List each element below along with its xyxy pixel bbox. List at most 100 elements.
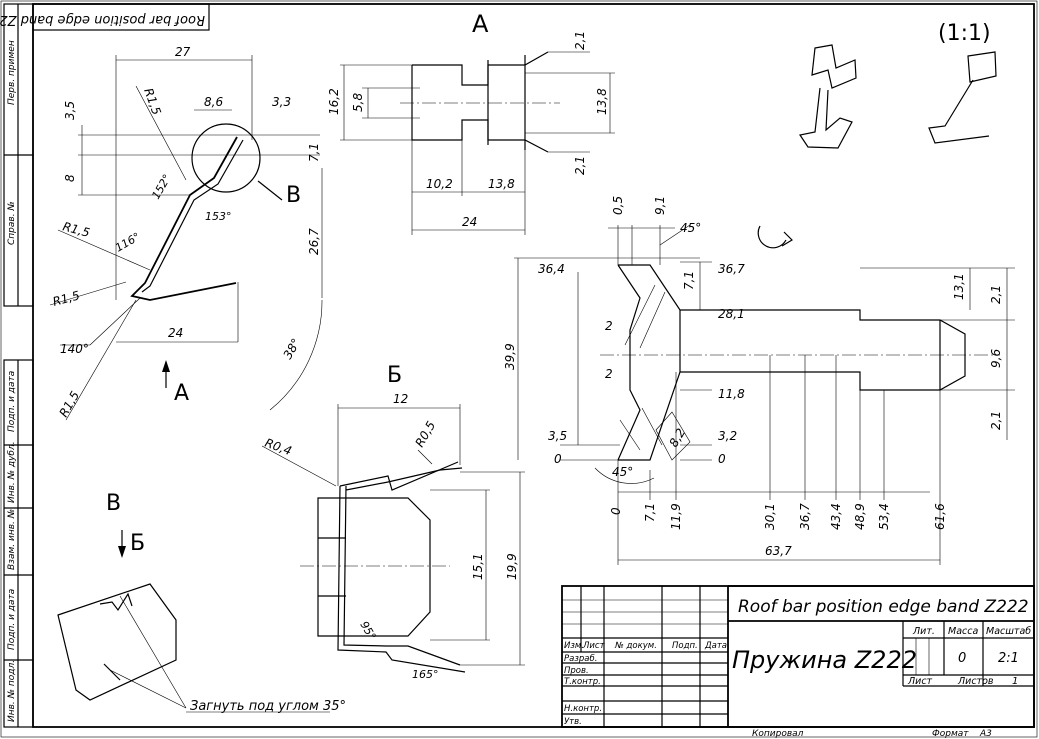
angle-b-165: 165° <box>412 668 439 681</box>
tb-nkontr: Н.контр. <box>564 704 602 714</box>
kopiroval: Копировал <box>752 729 804 739</box>
tb-sheet: Лист <box>907 676 933 687</box>
dim-f-3-2: 3,2 <box>718 429 737 443</box>
iso-sketch-1 <box>799 44 857 149</box>
dim-b-12: 12 <box>393 392 408 406</box>
strip-label: Взам. инв. № <box>7 509 17 570</box>
tb-ndoc: № докум. <box>614 641 657 651</box>
dim-f-2-1-bottom: 2,1 <box>989 411 1003 430</box>
tb-sheets-val: 1 <box>1012 676 1018 687</box>
strip-label: Подп. и дата <box>7 589 17 650</box>
dim-24: 24 <box>168 326 183 340</box>
dim-b-15-1: 15,1 <box>471 553 485 580</box>
dim-x-48-9: 48,9 <box>853 503 867 530</box>
dim-f-3-5: 3,5 <box>548 429 567 443</box>
dim-f-36-7: 36,7 <box>718 262 745 276</box>
strip-label: Инв. № дубл. <box>7 441 17 503</box>
dim-x-30-1: 30,1 <box>763 503 777 530</box>
tb-podp: Подп. <box>672 641 698 651</box>
dim-3-3: 3,3 <box>272 95 291 109</box>
dim-f-63-7: 63,7 <box>765 544 792 558</box>
dim-f-11-8: 11,8 <box>718 387 745 401</box>
dim-r15-mid: R1,5 <box>61 219 91 240</box>
dim-x-36-7: 36,7 <box>798 503 812 530</box>
dim-x-53-4: 53,4 <box>877 503 891 530</box>
tb-izm: Изм. <box>564 641 584 651</box>
angle-140: 140° <box>60 342 89 356</box>
dim-27: 27 <box>175 45 191 59</box>
top-label-box: Roof bar position edge band Z222 <box>0 3 210 31</box>
tb-sheets: Листов <box>957 676 994 687</box>
dim-f-2-1-top: 2,1 <box>989 285 1003 304</box>
dim-x-0: 0 <box>609 507 623 515</box>
dim-r15-low: R1,5 <box>51 288 81 309</box>
tb-utv: Утв. <box>564 717 582 727</box>
strip-label: Перв. примен <box>7 40 17 105</box>
angle-116: 116° <box>113 230 142 255</box>
view-b-title: Б <box>387 363 402 388</box>
dim-a-5-8: 5,8 <box>351 93 365 112</box>
angle-153: 153° <box>205 210 232 223</box>
view-b-arrow: Б <box>130 531 145 556</box>
dim-f-0-right: 0 <box>718 452 726 466</box>
dim-f-2-a: 2 <box>605 319 613 333</box>
dim-a-13-8-v: 13,8 <box>595 88 609 115</box>
tb-massa-val: 0 <box>958 651 966 666</box>
dim-a-13-8-h: 13,8 <box>488 177 515 191</box>
bend-note: Загнуть под углом 35° <box>190 699 346 714</box>
tb-data: Дата <box>704 641 727 651</box>
tb-masshtab-val: 2:1 <box>998 651 1019 666</box>
part-name: Пружина Z222 <box>732 646 917 674</box>
dim-f-8-2: 8,2 <box>666 426 688 450</box>
strip-label: Справ. № <box>7 201 17 245</box>
dim-f-9-1: 9,1 <box>653 196 667 215</box>
iso-sketch-2 <box>928 51 997 144</box>
format-label: Формат <box>932 729 969 739</box>
top-label: Roof bar position edge band Z222 <box>0 12 205 27</box>
profile-view <box>49 55 323 421</box>
dim-b-19-9: 19,9 <box>505 553 519 580</box>
drawing-frame <box>32 3 1035 728</box>
dim-f-39-9: 39,9 <box>503 343 517 370</box>
view-v <box>57 530 330 713</box>
tb-razrab: Разраб. <box>564 654 597 664</box>
side-strip: Перв. примен Справ. № Подп. и дата Инв. … <box>3 3 34 728</box>
title-block <box>561 585 1035 728</box>
dim-f-28-1: 28,1 <box>718 307 745 321</box>
dim-x-7-1: 7,1 <box>643 503 657 522</box>
dim-x-61-6: 61,6 <box>933 503 947 530</box>
view-v-title: В <box>106 491 121 516</box>
dim-8-6: 8,6 <box>204 95 223 109</box>
dim-a-2-1-bottom: 2,1 <box>573 156 587 175</box>
dim-f-9-6: 9,6 <box>989 349 1003 368</box>
dim-x-43-4: 43,4 <box>829 503 843 530</box>
doc-title: Roof bar position edge band Z222 <box>738 597 1029 617</box>
view-a <box>340 51 615 235</box>
angle-38: 38° <box>280 336 303 361</box>
strip-label: Подп. и дата <box>7 371 17 432</box>
dim-b-r0-5: R0,5 <box>412 419 438 450</box>
format-value: А3 <box>979 729 992 739</box>
angle-152: 152° <box>149 172 174 201</box>
tb-lit: Лит. <box>912 626 935 637</box>
dim-f-0-5: 0,5 <box>611 196 625 215</box>
angle-b-95: 95° <box>357 619 378 642</box>
dim-f-7-1: 7,1 <box>682 271 696 290</box>
dim-f-2-b: 2 <box>605 367 613 381</box>
dim-7-1: 7,1 <box>307 143 321 162</box>
dim-x-11-9: 11,9 <box>669 503 683 530</box>
tb-massa: Масса <box>948 626 978 637</box>
tb-prov: Пров. <box>564 666 589 676</box>
dim-3-5: 3,5 <box>63 101 77 120</box>
dim-26-7: 26,7 <box>307 228 321 255</box>
dim-f-0-left: 0 <box>554 452 562 466</box>
dim-a-24: 24 <box>462 215 477 229</box>
dim-a-16-2: 16,2 <box>327 88 341 115</box>
view-a-arrow: А <box>174 381 189 406</box>
dim-f-13-1: 13,1 <box>952 273 966 300</box>
flat-pattern <box>514 224 1015 565</box>
angle-f-45-top: 45° <box>680 221 701 235</box>
angle-f-45-bottom: 45° <box>612 465 633 479</box>
